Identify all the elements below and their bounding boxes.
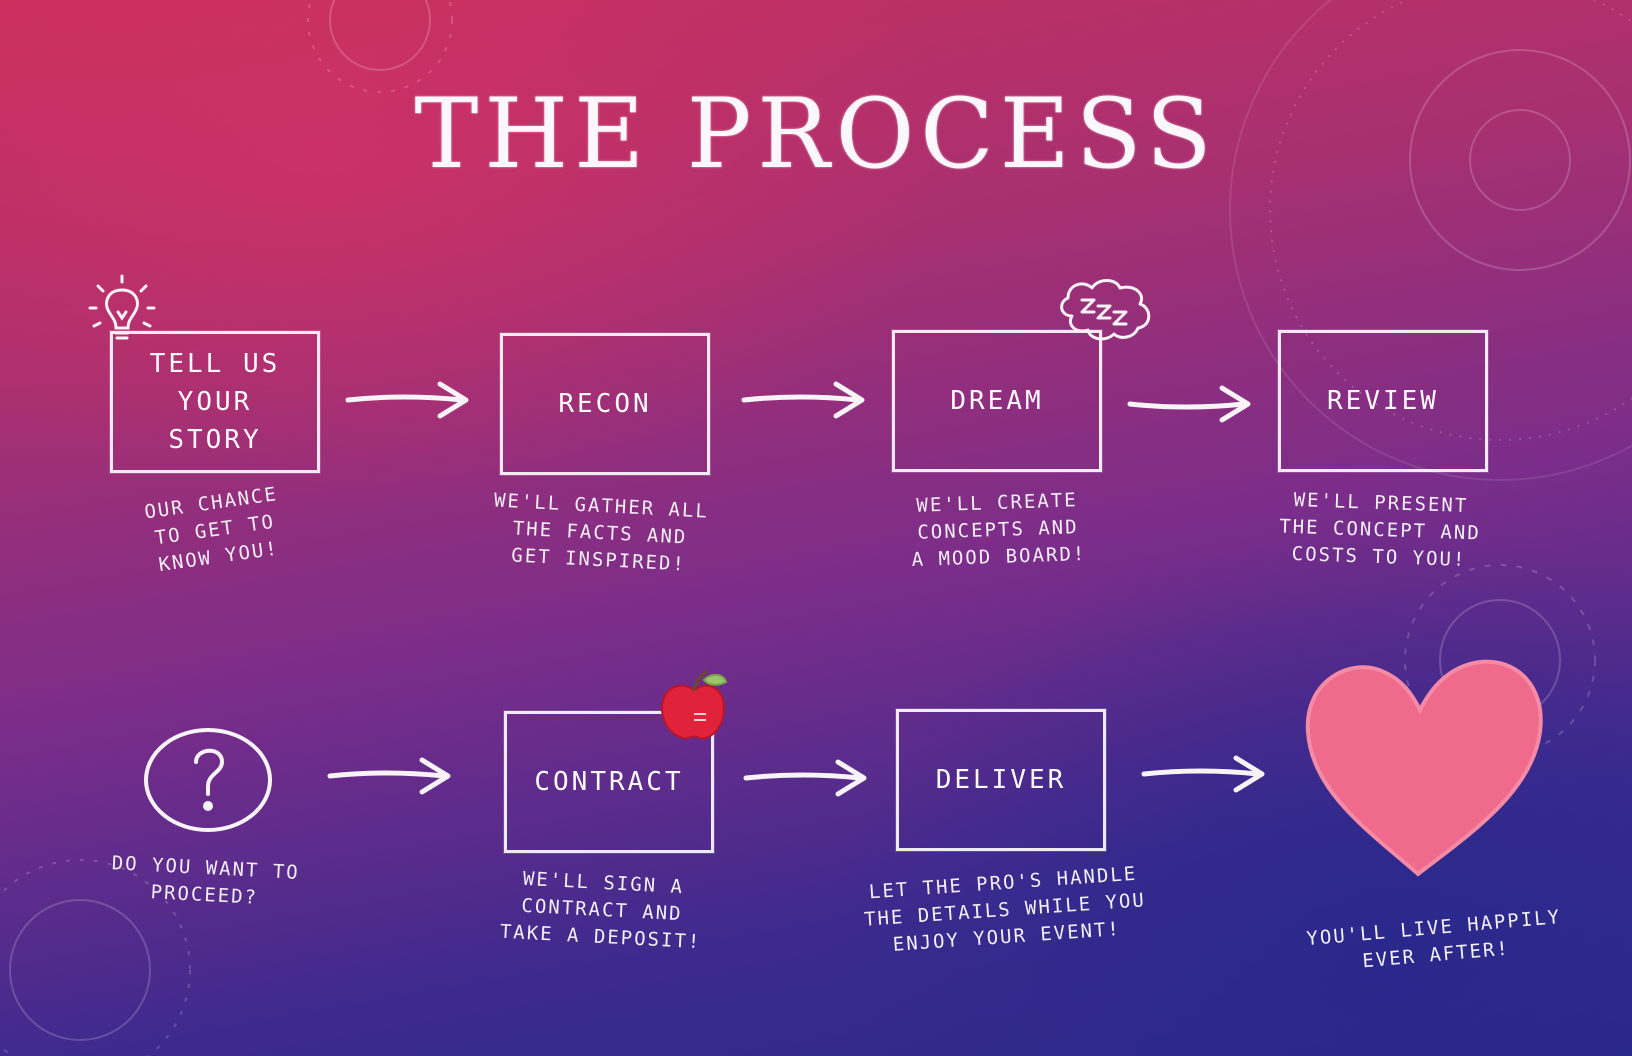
step-caption-recon: WE'LL GATHER ALL THE FACTS AND GET INSPI… (493, 489, 710, 576)
step-box-recon: RECON (500, 333, 710, 475)
apple-icon (660, 670, 728, 740)
arrow-right-icon (345, 381, 469, 419)
step-caption-deliver: LET THE PRO'S HANDLE THE DETAILS WHILE Y… (863, 862, 1147, 956)
arrow-right-icon (327, 757, 451, 795)
step-box-contract: CONTRACT (504, 711, 714, 853)
step-caption-review: WE'LL PRESENT THE CONCEPT AND COSTS TO Y… (1278, 488, 1482, 572)
step-caption-proceed: DO YOU WANT TO PROCEED? (111, 852, 301, 909)
arrow-right-icon (1127, 385, 1251, 423)
page-title: THE PROCESS (414, 78, 1218, 190)
step-caption-happily-ever-after: YOU'LL LIVE HAPPILY EVER AFTER! (1305, 905, 1562, 973)
step-box-tell-us-your-story: TELL US YOUR STORY (110, 331, 320, 473)
question-circle-icon (144, 728, 272, 832)
sleep-cloud-icon (1060, 279, 1151, 341)
step-box-review: REVIEW (1278, 330, 1488, 472)
step-box-dream: DREAM (892, 330, 1102, 472)
step-box-deliver: DELIVER (896, 709, 1106, 851)
arrow-right-icon (1141, 755, 1265, 793)
step-caption-contract: WE'LL SIGN A CONTRACT AND TAKE A DEPOSIT… (499, 867, 702, 954)
lightbulb-icon (88, 274, 156, 340)
arrow-right-icon (743, 759, 867, 797)
step-caption-dream: WE'LL CREATE CONCEPTS AND A MOOD BOARD! (911, 489, 1087, 572)
heart-icon (1305, 659, 1543, 877)
arrow-right-icon (741, 381, 865, 419)
step-caption-tell-us-your-story: OUR CHANCE TO GET TO KNOW YOU! (143, 483, 281, 577)
